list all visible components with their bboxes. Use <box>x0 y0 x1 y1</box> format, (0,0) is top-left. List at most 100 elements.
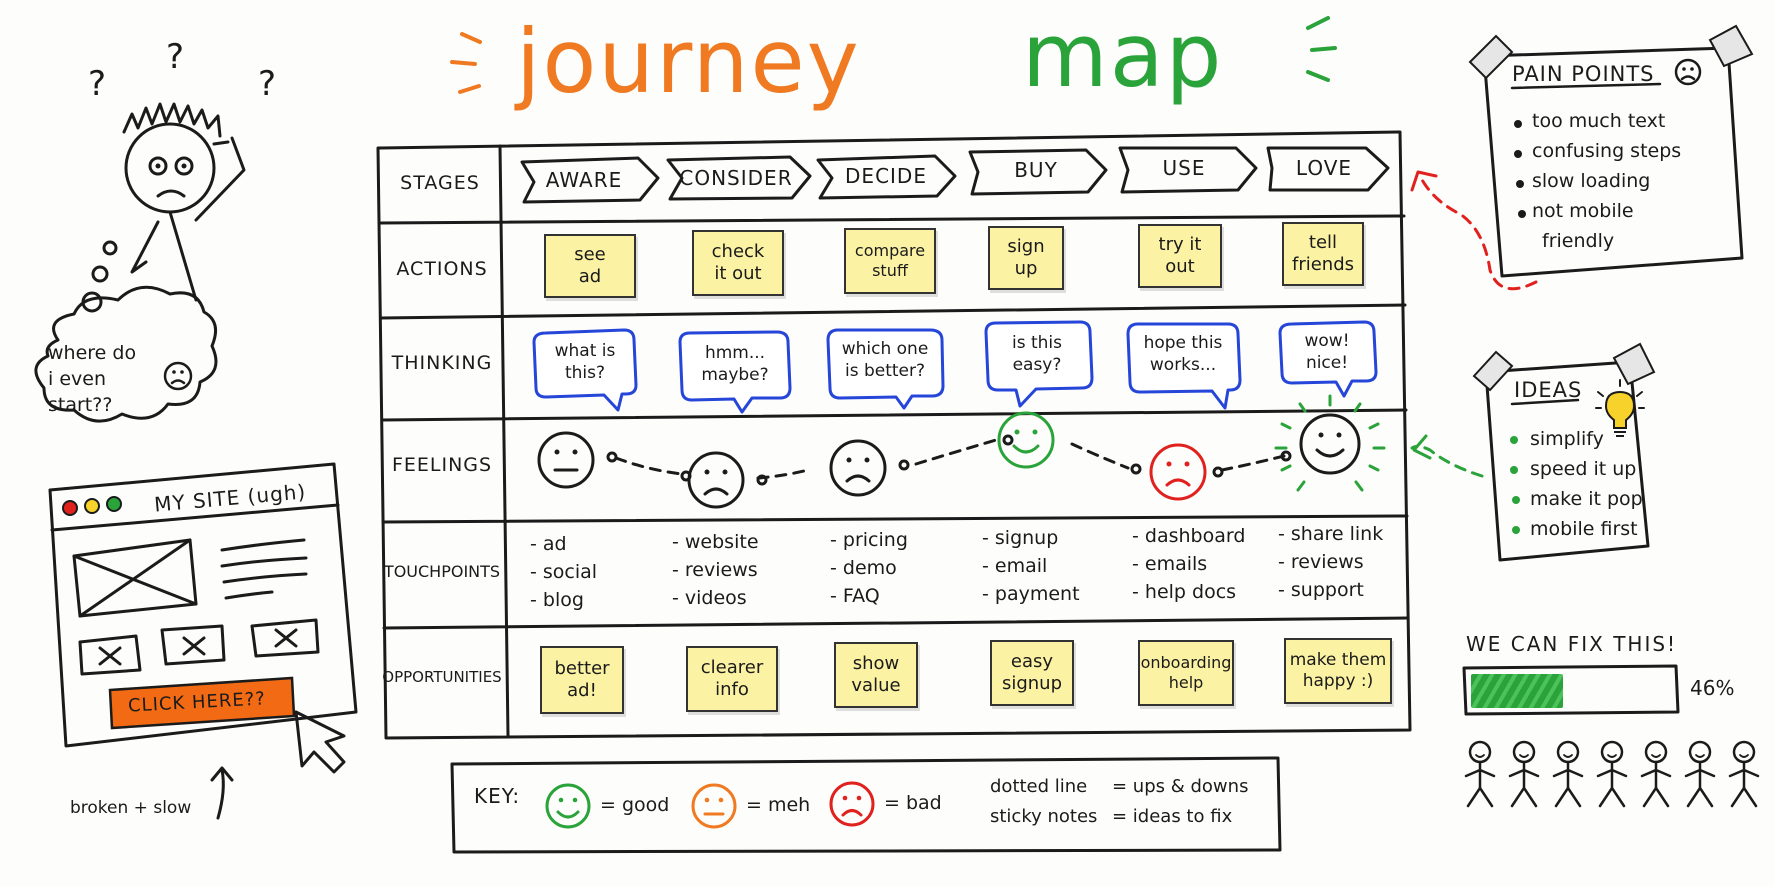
key-label: KEY: <box>474 784 521 808</box>
key-good: = good <box>600 794 670 816</box>
thought-aware: what is this? <box>554 341 616 384</box>
pain-point-item: too much text <box>1532 110 1666 132</box>
touchpoint-item: - support <box>1278 579 1364 601</box>
key-line2-term: sticky notes <box>990 806 1098 827</box>
touchpoint-item: - videos <box>672 587 747 609</box>
opportunity-sticky-use: onboarding help <box>1138 640 1234 706</box>
touchpoint-item: - reviews <box>1278 551 1364 573</box>
journey-grid <box>376 130 1412 740</box>
site-mockup <box>48 462 358 820</box>
row-label-touchpoints: TOUCHPOINTS <box>383 562 501 581</box>
action-sticky-decide: compare stuff <box>844 228 936 294</box>
pain-points-note <box>1468 24 1754 278</box>
touchpoints-consider: - website - reviews - videos <box>672 528 759 612</box>
touchpoint-item: - ad <box>530 533 567 555</box>
title-rays-right <box>1306 16 1337 82</box>
progress-label: WE CAN FIX THIS! <box>1466 632 1678 656</box>
action-sticky-consider: check it out <box>692 230 784 296</box>
ideas-note <box>1472 342 1656 562</box>
progress-fill <box>1471 674 1563 708</box>
pain-points-list: too much text confusing steps slow loadi… <box>1532 106 1681 256</box>
touchpoint-item: - emails <box>1132 553 1208 575</box>
action-sticky-use: try it out <box>1138 224 1222 288</box>
stick-person <box>1596 740 1628 808</box>
touchpoint-item: - blog <box>530 589 584 611</box>
opportunity-sticky-decide: show value <box>834 642 918 708</box>
ideas-arrow <box>1410 444 1484 478</box>
svg-text:?: ? <box>258 64 276 104</box>
action-sticky-love: tell friends <box>1282 222 1364 286</box>
stage-arrows <box>520 146 1390 204</box>
stage-love: LOVE <box>1295 156 1353 180</box>
opportunity-sticky-love: make them happy :) <box>1284 638 1392 704</box>
key-line1-def: = ups & downs <box>1112 776 1249 797</box>
touchpoint-item: - reviews <box>672 559 758 581</box>
stage-buy: BUY <box>1014 158 1058 182</box>
row-label-actions: ACTIONS <box>396 258 488 280</box>
stick-person <box>1552 740 1584 808</box>
face-sad-consider <box>687 451 745 509</box>
idea-item: speed it up <box>1530 458 1637 480</box>
touchpoint-item: - website <box>672 531 759 553</box>
idea-item: mobile first <box>1530 518 1638 540</box>
pain-arrow-head <box>1410 170 1438 192</box>
touchpoints-use: - dashboard - emails - help docs <box>1132 522 1245 606</box>
touchpoint-item: - social <box>530 561 598 583</box>
stick-people <box>1464 740 1760 808</box>
pain-point-item: not mobile <box>1532 200 1634 222</box>
pain-points-title: PAIN POINTS <box>1512 62 1655 86</box>
site-caption: broken + slow <box>70 798 192 818</box>
face-happy-love <box>1274 394 1386 492</box>
touchpoint-item: - pricing <box>830 529 908 551</box>
thought-consider: hmm... maybe? <box>701 343 769 386</box>
face-bad-use <box>1149 443 1207 501</box>
pain-point-item: slow loading <box>1532 170 1651 192</box>
touchpoints-love: - share link - reviews - support <box>1278 520 1383 604</box>
ideas-title: IDEAS <box>1514 378 1583 402</box>
action-sticky-aware: see ad <box>544 234 636 298</box>
key-box <box>450 756 1282 854</box>
face-happy-buy <box>997 411 1055 469</box>
stick-person <box>1464 740 1496 808</box>
face-neutral-aware <box>537 431 595 489</box>
row-label-opportunities: OPPORTUNITIES <box>382 668 502 686</box>
thought-sad-face <box>163 361 193 391</box>
pain-point-item: friendly <box>1542 230 1615 252</box>
touchpoint-item: - demo <box>830 557 897 579</box>
touchpoints-aware: - ad - social - blog <box>530 530 597 614</box>
idea-item: make it pop <box>1530 488 1643 510</box>
touchpoint-item: - payment <box>982 583 1080 605</box>
touchpoint-item: - help docs <box>1132 581 1237 603</box>
key-line1-term: dotted line <box>990 776 1088 797</box>
pain-point-item: confusing steps <box>1532 140 1682 162</box>
ideas-arrow-head <box>1412 434 1432 460</box>
thought-use: hope this works... <box>1143 333 1223 376</box>
pain-arrow <box>1418 174 1538 291</box>
stick-person <box>1728 740 1760 808</box>
title-rays <box>450 32 482 94</box>
touchpoint-item: - email <box>982 555 1048 577</box>
speech-bubbles <box>532 320 1378 414</box>
thought-love: wow! nice! <box>1304 331 1350 374</box>
key-line2-def: = ideas to fix <box>1112 806 1233 827</box>
stage-aware: AWARE <box>545 168 623 192</box>
progress-frame <box>1462 664 1680 716</box>
thought-decide: which one is better? <box>841 339 929 382</box>
svg-text:?: ? <box>166 37 184 77</box>
key-bad: = bad <box>884 792 942 814</box>
confused-figure: ? ? ? <box>81 37 276 313</box>
stage-consider: CONSIDER <box>679 166 793 190</box>
row-label-feelings: FEELINGS <box>391 454 493 476</box>
key-meh: = meh <box>746 794 811 816</box>
touchpoint-item: - FAQ <box>830 585 880 607</box>
title-journey: journey <box>516 10 861 113</box>
progress-value: 46% <box>1690 676 1735 700</box>
stick-person <box>1508 740 1540 808</box>
opportunity-sticky-aware: better ad! <box>540 646 624 714</box>
stick-person <box>1684 740 1716 808</box>
touchpoint-item: - dashboard <box>1132 525 1246 547</box>
thought-buy: is this easy? <box>1011 333 1062 376</box>
opportunity-sticky-consider: clearer info <box>686 646 778 712</box>
face-sad-decide <box>829 439 887 497</box>
